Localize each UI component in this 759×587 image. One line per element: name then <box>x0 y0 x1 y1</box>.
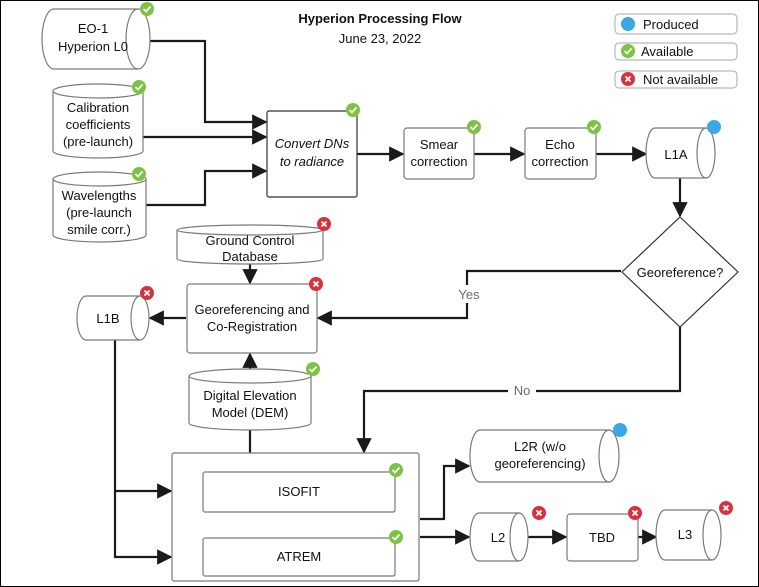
dem-label-1: Digital Elevation <box>203 388 296 403</box>
georeg-not-available-icon <box>309 277 323 291</box>
edges <box>113 39 688 565</box>
echo-label-2: correction <box>531 154 588 169</box>
l2r-produced-icon <box>613 423 627 437</box>
node-isofit: ISOFIT <box>202 471 396 513</box>
l2r-label-2: georeferencing) <box>494 456 585 471</box>
no-label-bg <box>508 381 536 399</box>
wavelengths-available-icon <box>132 167 146 181</box>
calibration-label-1: Calibration <box>67 100 129 115</box>
tbd-label: TBD <box>589 530 615 545</box>
edge-l1b-to-isofit <box>113 340 173 499</box>
edge-label-yes: Yes <box>458 287 480 302</box>
node-smear-correction: Smear correction <box>403 127 475 180</box>
legend-not-available-box <box>614 70 738 89</box>
eo1-available-icon <box>140 2 154 16</box>
node-l2: L2 <box>469 512 529 562</box>
legend-produced-box <box>614 13 738 35</box>
node-echo-correction: Echo correction <box>524 127 597 180</box>
legend-available-box <box>614 42 738 61</box>
produced-legend-icon <box>621 17 635 31</box>
convert-label-1: Convert DNs <box>275 136 350 151</box>
node-dem: Digital Elevation Model (DEM) <box>188 368 312 431</box>
calibration-available-icon <box>132 80 146 94</box>
l3-not-available-icon <box>719 501 733 515</box>
node-wavelengths: Wavelengths (pre-launch smile corr.) <box>52 171 147 243</box>
l2-label: L2 <box>491 530 505 545</box>
legend-produced-label: Produced <box>643 17 699 32</box>
node-ground-control-database: Ground Control Database <box>176 224 324 265</box>
yes-label-bg <box>454 285 484 303</box>
diagram-title: Hyperion Processing Flow <box>298 11 462 26</box>
node-atrem: ATREM <box>202 537 396 577</box>
node-georeferencing: Georeferencing and Co-Registration <box>186 283 318 354</box>
status-badges <box>132 2 733 544</box>
l1a-produced-icon <box>707 120 721 134</box>
legend: Produced Available Not available <box>614 13 738 89</box>
smear-available-icon <box>467 120 481 134</box>
dem-available-icon <box>306 362 320 376</box>
tbd-not-available-icon <box>628 506 642 520</box>
not-available-legend-icon <box>621 72 635 86</box>
l2r-label-1: L2R (w/o <box>514 439 566 454</box>
convert-available-icon <box>346 103 360 117</box>
georeference-decision-label: Georeference? <box>637 265 724 280</box>
wavelengths-label-2: (pre-launch <box>66 205 132 220</box>
smear-label-1: Smear <box>420 137 459 152</box>
edge-wavelengths-to-convert <box>146 163 268 207</box>
georeg-label-2: Co-Registration <box>207 319 297 334</box>
atrem-available-icon <box>389 530 403 544</box>
isofit-available-icon <box>389 463 403 477</box>
gcd-label-2: Database <box>222 249 278 264</box>
eo1-label-2: Hyperion L0 <box>58 39 128 54</box>
node-calibration: Calibration coefficients (pre-launch) <box>52 83 144 159</box>
wavelengths-label-3: smile corr.) <box>67 222 131 237</box>
isofit-label: ISOFIT <box>278 484 320 499</box>
l2-not-available-icon <box>532 506 546 520</box>
convert-label-2: to radiance <box>280 154 344 169</box>
node-tbd: TBD <box>566 513 639 562</box>
edge-l1b-to-atrem <box>113 491 173 565</box>
l1a-label: L1A <box>664 147 687 162</box>
l3-label: L3 <box>678 527 692 542</box>
node-convert-dns: Convert DNs to radiance <box>266 110 358 198</box>
smear-label-2: correction <box>410 154 467 169</box>
available-legend-icon <box>621 44 635 58</box>
echo-label-1: Echo <box>545 137 575 152</box>
calibration-label-2: coefficients <box>66 117 131 132</box>
legend-available-label: Available <box>641 44 694 59</box>
l1b-label: L1B <box>96 311 119 326</box>
calibration-label-3: (pre-launch) <box>63 134 133 149</box>
node-l3: L3 <box>655 509 722 561</box>
node-l2r: L2R (w/o georeferencing) <box>469 429 620 483</box>
diagram-date: June 23, 2022 <box>339 31 421 46</box>
gcd-label-1: Ground Control <box>206 233 295 248</box>
georeg-label-1: Georeferencing and <box>195 302 310 317</box>
node-eo1: EO-1 Hyperion L0 <box>41 8 151 70</box>
eo1-label-1: EO-1 <box>78 21 108 36</box>
wavelengths-label-1: Wavelengths <box>62 188 137 203</box>
l1b-not-available-icon <box>140 286 154 300</box>
node-l1b: L1B <box>76 295 150 341</box>
edge-processing-to-l2r <box>420 458 471 521</box>
legend-not-available-label: Not available <box>643 72 718 87</box>
node-l1a: L1A <box>645 127 716 179</box>
dem-label-2: Model (DEM) <box>212 405 289 420</box>
echo-available-icon <box>587 120 601 134</box>
node-georeference-decision: Georeference? <box>621 216 739 328</box>
edge-label-no: No <box>514 383 531 398</box>
edge-eo1-to-convert <box>148 39 268 130</box>
gcd-not-available-icon <box>317 217 331 231</box>
atrem-label: ATREM <box>277 549 322 564</box>
